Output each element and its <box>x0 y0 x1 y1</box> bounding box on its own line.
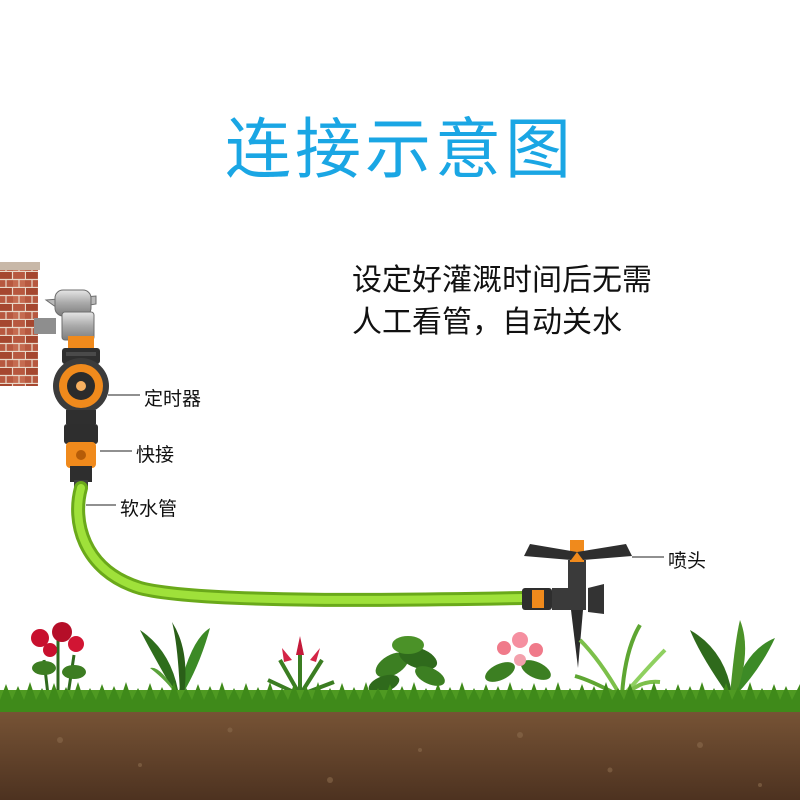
pink-flower-plant <box>485 632 551 682</box>
description-line-2: 人工看管，自动关水 <box>352 305 622 340</box>
label-sprinkler: 喷头 <box>668 550 707 572</box>
description-line-1: 设定好灌溉时间后无需 <box>352 263 652 298</box>
page-title: 连接示意图 <box>225 111 575 189</box>
ground <box>0 682 800 800</box>
leafy-plant-2 <box>368 636 445 694</box>
leafy-plant-1 <box>140 622 210 695</box>
leader-lines <box>86 394 664 558</box>
brick-wall <box>0 262 40 386</box>
spider-plant <box>574 623 667 697</box>
plants <box>31 620 775 697</box>
quick-connector <box>64 424 98 488</box>
sprinkler <box>522 540 632 668</box>
spiky-red-plant <box>267 636 335 697</box>
description: 设定好灌溉时间后无需 人工看管，自动关水 <box>352 260 772 344</box>
timer-device <box>53 336 109 424</box>
label-quick-connector: 快接 <box>136 444 175 466</box>
label-timer: 定时器 <box>144 388 202 410</box>
label-hose: 软水管 <box>120 498 178 520</box>
leafy-plant-3 <box>690 620 775 695</box>
faucet <box>34 289 97 341</box>
rose-plant <box>31 622 86 696</box>
